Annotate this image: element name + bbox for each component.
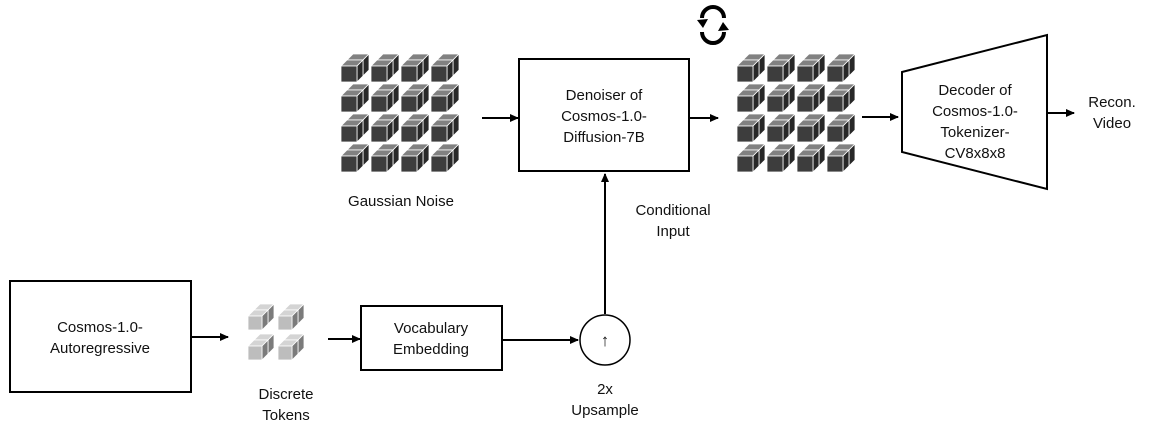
cube: [340, 59, 364, 83]
discrete-tokens-label-line2: Tokens: [262, 407, 310, 424]
decoder-label-line4: CV8x8x8: [945, 145, 1006, 162]
denoised-latent-cube-grid: [736, 53, 856, 173]
gaussian-noise-cube-grid: [340, 53, 460, 173]
cube: [370, 89, 394, 113]
cube: [430, 149, 454, 173]
cube: [826, 59, 850, 83]
cube: [277, 339, 299, 361]
vocabulary-embedding-label-line2: Embedding: [393, 341, 469, 358]
decoder-block: Decoder of Cosmos-1.0- Tokenizer- CV8x8x…: [901, 33, 1048, 191]
conditional-input-label-line1: Conditional: [635, 202, 710, 219]
output-label-line1: Recon.: [1088, 94, 1136, 111]
cube: [370, 59, 394, 83]
cube: [247, 339, 269, 361]
cube: [796, 89, 820, 113]
vocabulary-embedding-box: Vocabulary Embedding: [360, 305, 503, 371]
cube: [766, 89, 790, 113]
cube: [796, 149, 820, 173]
cube: [340, 89, 364, 113]
discrete-tokens-cube-grid: [247, 303, 305, 361]
cube: [766, 59, 790, 83]
cube: [736, 59, 760, 83]
cube: [247, 309, 269, 331]
cube: [826, 119, 850, 143]
discrete-tokens-label-line1: Discrete: [258, 386, 313, 403]
denoiser-label-line2: Cosmos-1.0-: [561, 108, 647, 125]
output-label-line2: Video: [1093, 115, 1131, 132]
denoiser-label-line1: Denoiser of: [566, 87, 644, 104]
upsample-label-line2: Upsample: [571, 402, 639, 419]
denoiser-box: Denoiser of Cosmos-1.0- Diffusion-7B: [518, 58, 690, 172]
autoregressive-label-line1: Cosmos-1.0-: [57, 319, 143, 336]
cube: [430, 119, 454, 143]
iteration-loop-icon: [697, 5, 729, 45]
cube: [400, 119, 424, 143]
vocabulary-embedding-label-line1: Vocabulary: [394, 320, 469, 337]
gaussian-noise-label: Gaussian Noise: [348, 193, 454, 210]
denoiser-label-line3: Diffusion-7B: [563, 129, 644, 146]
cube: [736, 119, 760, 143]
cube: [340, 119, 364, 143]
upsample-label-line1: 2x: [597, 381, 613, 398]
upsample-arrow-icon: ↑: [601, 331, 610, 350]
decoder-label-line1: Decoder of: [938, 82, 1012, 99]
cube: [340, 149, 364, 173]
cube: [370, 119, 394, 143]
cube: [400, 59, 424, 83]
cube: [370, 149, 394, 173]
cube: [736, 149, 760, 173]
cube: [796, 119, 820, 143]
cube: [766, 119, 790, 143]
cube: [736, 89, 760, 113]
decoder-label-line3: Tokenizer-: [940, 124, 1009, 141]
autoregressive-label-line2: Autoregressive: [50, 340, 150, 357]
cube: [430, 89, 454, 113]
conditional-input-label-line2: Input: [656, 223, 690, 240]
cube: [430, 59, 454, 83]
upsample-node: ↑: [579, 314, 631, 366]
autoregressive-model-box: Cosmos-1.0- Autoregressive: [9, 280, 192, 393]
cube: [400, 89, 424, 113]
cube: [766, 149, 790, 173]
cube: [826, 149, 850, 173]
decoder-label-line2: Cosmos-1.0-: [932, 103, 1018, 120]
cube: [400, 149, 424, 173]
cube: [277, 309, 299, 331]
cube: [826, 89, 850, 113]
cube: [796, 59, 820, 83]
